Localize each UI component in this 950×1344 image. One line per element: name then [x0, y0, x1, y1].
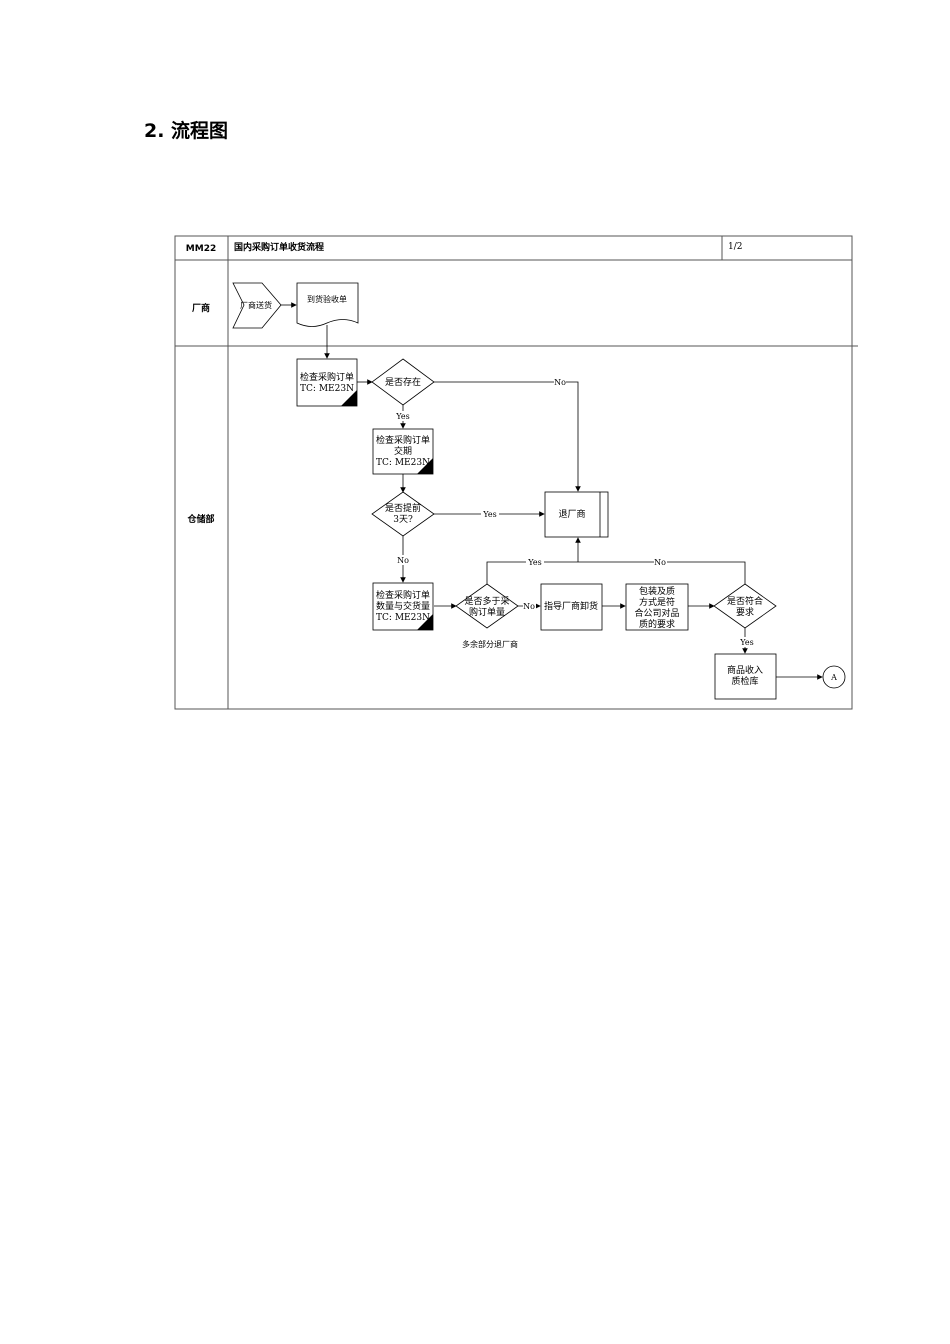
node-label: 合公司对品	[634, 607, 679, 619]
node-label: 商品收入	[727, 664, 763, 676]
annotation-excess-returned: 多余部分退厂商	[462, 639, 518, 649]
node-label: 退厂商	[558, 508, 585, 520]
node-label-tcode: TC: ME23N	[300, 384, 354, 394]
section-heading: 2. 流程图	[144, 120, 229, 142]
lane-label-warehouse: 仓储部	[186, 513, 214, 525]
process-title: 国内采购订单收货流程	[234, 241, 324, 253]
node-meets-req-decision: 是否符合 要求	[713, 583, 777, 629]
node-label: 检查采购订单	[376, 589, 430, 601]
node-label: 是否存在	[385, 376, 421, 388]
node-label: 交期	[394, 445, 412, 457]
node-label-tcode: TC: ME23N	[376, 458, 430, 468]
edge-label-no: No	[554, 378, 566, 387]
node-guide-unload: 指导厂商卸货	[540, 583, 603, 631]
node-vendor-ship: 厂商送货	[232, 282, 282, 329]
node-label: 是否符合	[727, 595, 763, 607]
node-label: 质检库	[731, 675, 758, 687]
node-label: 检查采购订单	[300, 371, 354, 383]
node-packaging-check: 包装及质 方式是符 合公司对品 质的要求	[625, 583, 689, 631]
edge-label-yes: Yes	[739, 638, 753, 647]
node-label-tcode: TC: ME23N	[376, 613, 430, 623]
node-label: 要求	[736, 606, 754, 618]
node-exists-decision: 是否存在	[371, 358, 435, 406]
node-early-decision: 是否提前 3天?	[371, 491, 435, 537]
node-label: 指导厂商卸货	[544, 600, 598, 612]
node-check-delivery: 检查采购订单 交期 TC: ME23N	[372, 428, 434, 475]
node-arrival-doc: 到货验收单	[296, 282, 359, 327]
swimlane-frame	[174, 235, 858, 710]
edge-label-no: No	[523, 602, 535, 611]
node-label: 3天?	[393, 515, 413, 525]
node-label: 质的要求	[639, 618, 675, 630]
node-label: 是否多于采	[464, 595, 509, 607]
node-receive-qc: 商品收入 质检库	[714, 653, 777, 700]
node-label: 包装及质	[639, 585, 675, 597]
node-label: 是否提前	[385, 502, 421, 514]
node-label: 购订单量	[469, 606, 505, 618]
node-label: 检查采购订单	[376, 434, 430, 446]
node-return-vendor: 退厂商	[544, 491, 609, 538]
edge-label-yes: Yes	[527, 558, 541, 567]
edge-label-no: No	[654, 558, 666, 567]
node-more-than-po-decision: 是否多于采 购订单量	[455, 583, 519, 629]
process-code: MM22	[186, 244, 216, 254]
lane-label-vendor: 厂商	[192, 302, 210, 314]
node-check-qty: 检查采购订单 数量与交货量 TC: ME23N	[372, 582, 434, 631]
node-connector-a: A	[822, 665, 846, 689]
edge-label-yes: Yes	[395, 412, 409, 421]
node-label: 方式是符	[639, 596, 675, 608]
edge-label-no: No	[397, 556, 409, 565]
node-check-po: 检查采购订单 TC: ME23N	[296, 358, 358, 407]
node-label: 厂商送货	[240, 300, 272, 310]
node-label: 到货验收单	[307, 294, 347, 304]
node-label: 数量与交货量	[376, 600, 430, 612]
node-label: A	[830, 673, 837, 682]
edge-label-yes: Yes	[482, 510, 496, 519]
page-number: 1/2	[728, 242, 742, 252]
